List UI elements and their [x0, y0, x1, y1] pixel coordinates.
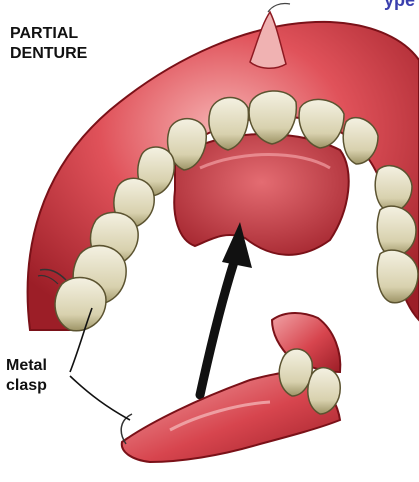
suture-line — [268, 3, 290, 12]
tooth-right-molar-1 — [377, 206, 416, 256]
clasp-line-2: clasp — [6, 376, 47, 396]
title-line-1: PARTIAL — [10, 24, 87, 44]
removable-denture — [121, 313, 340, 462]
insertion-arrow-shaft — [200, 262, 234, 395]
partial-denture-label: PARTIAL DENTURE — [10, 24, 87, 64]
metal-clasp-label: Metal clasp — [6, 356, 47, 396]
tooth-molar-3 — [55, 277, 106, 330]
title-line-2: DENTURE — [10, 44, 87, 64]
clasp-leader-line-lower — [70, 376, 130, 420]
clasp-line-1: Metal — [6, 356, 47, 376]
